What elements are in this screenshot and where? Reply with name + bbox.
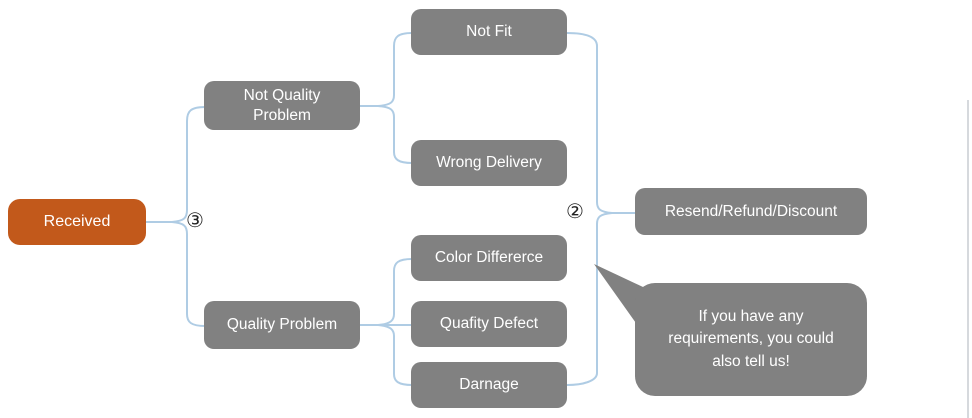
node-wrong-delivery: Wrong Delivery [411, 140, 567, 186]
node-quality-problem: Quality Problem [204, 301, 360, 349]
node-damage: Darnage [411, 362, 567, 408]
page-edge-line [967, 100, 969, 418]
brace-qp-curl [377, 258, 413, 386]
callout-text: If you have any requirements, you could … [668, 307, 834, 370]
node-received: Received [8, 199, 146, 245]
node-color-difference: Color Differerce [411, 235, 567, 281]
node-not-fit: Not Fit [411, 9, 567, 55]
node-not-quality-problem: Not Quality Problem [204, 81, 360, 130]
brace-nqp-curl [377, 32, 413, 164]
callout-bubble: If you have any requirements, you could … [635, 283, 867, 396]
circled-number-2: ② [566, 201, 584, 223]
circled-number-3: ③ [186, 210, 204, 232]
brace-received-curl [171, 106, 206, 327]
node-quality-defect: Quafity Defect [411, 301, 567, 347]
node-resolution: Resend/Refund/Discount [635, 188, 867, 235]
